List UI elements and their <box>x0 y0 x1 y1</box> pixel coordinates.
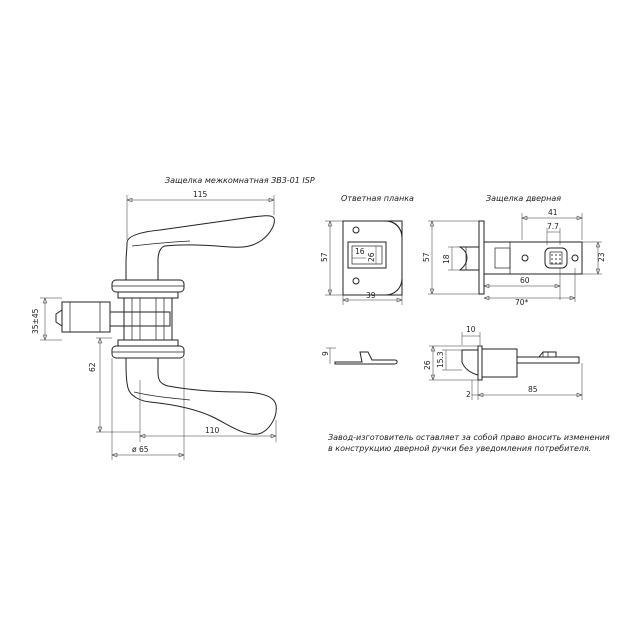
dim-latch-85: 85 <box>528 385 538 394</box>
note-line-1: Завод-изготовитель оставляет за собой пр… <box>328 433 610 442</box>
latch-side-faceplate <box>477 345 483 381</box>
latch-body <box>483 241 583 275</box>
strike-plate-view: Ответная планка 16 26 57 39 9 <box>320 194 414 365</box>
handle-assembly-view: Защелка межкомнатная ЗВ3-01 ISP 115 35±4… <box>31 176 315 460</box>
lower-lever <box>125 357 277 435</box>
dim-lever-length: 110 <box>205 426 220 435</box>
dim-latch-26: 26 <box>423 360 432 370</box>
dim-window-width: 16 <box>355 247 365 256</box>
strike-window <box>347 241 387 269</box>
strike-plate-side <box>334 351 398 365</box>
dim-handle-height: 35±45 <box>31 308 40 334</box>
dim-latch-2: 2 <box>466 390 471 399</box>
dim-latch-10: 10 <box>466 325 476 334</box>
manufacturer-note: Завод-изготовитель оставляет за собой пр… <box>328 433 610 453</box>
dim-plate-height: 57 <box>320 252 329 262</box>
latch-bolt-side <box>61 301 111 333</box>
latch-spindle-hole <box>544 247 568 269</box>
dim-latch-57: 57 <box>422 252 431 262</box>
door-latch-view: Защелка дверная 41 7.7 <box>422 194 606 400</box>
latch-bolt <box>458 246 480 271</box>
upper-lever <box>125 215 275 281</box>
dim-latch-60: 60 <box>520 276 530 285</box>
dim-latch-41: 41 <box>548 208 558 217</box>
dim-latch-18: 18 <box>442 254 451 264</box>
latch-faceplate <box>478 220 485 295</box>
dim-plate-side: 9 <box>321 351 330 356</box>
dim-latch-23: 23 <box>597 252 606 262</box>
latch-side-bolt <box>461 349 479 376</box>
dim-handle-width: 115 <box>193 190 208 199</box>
dim-latch-70: 70* <box>515 298 529 307</box>
dim-latch-7-7: 7.7 <box>547 222 559 231</box>
latch-side-body <box>481 348 518 378</box>
door-latch-title: Защелка дверная <box>486 194 561 203</box>
dim-handle-lower: 62 <box>88 362 97 372</box>
strike-screw-top <box>352 226 360 234</box>
spindle-dots <box>551 254 561 264</box>
dim-rosette-diameter: ø 65 <box>132 445 149 454</box>
strike-plate-title: Ответная планка <box>341 194 414 203</box>
dim-window-height: 26 <box>367 252 376 262</box>
strike-screw-bottom <box>352 277 360 285</box>
note-line-2: в конструкцию дверной ручки без уведомле… <box>328 444 591 453</box>
main-title: Защелка межкомнатная ЗВ3-01 ISP <box>165 176 315 185</box>
dim-plate-width: 39 <box>366 291 376 300</box>
dim-latch-15-3: 15.3 <box>436 351 445 368</box>
